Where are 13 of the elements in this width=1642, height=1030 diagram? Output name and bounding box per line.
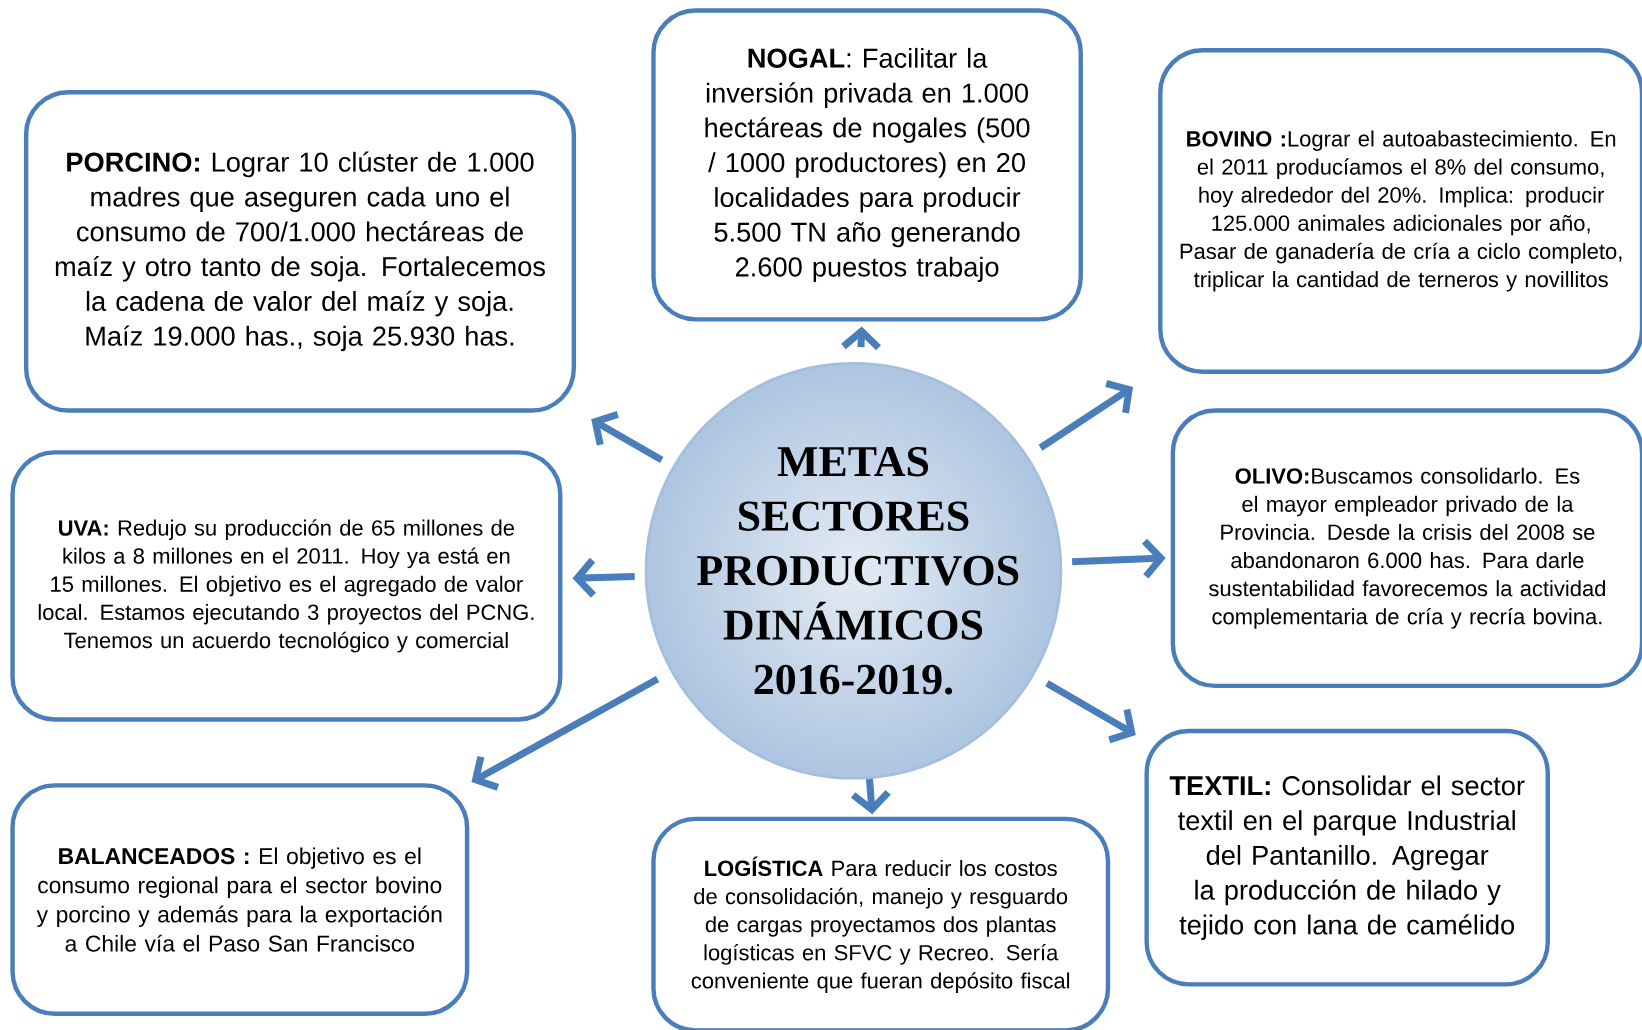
- text-box: TEXTIL: Consolidar el sector textil en el parque Industrial del Pantanillo. Agregar la producción de hilado y tejido con lana de camélido: [1144, 728, 1550, 987]
- arrow: [1038, 380, 1134, 451]
- arrow: [1071, 538, 1166, 579]
- text-box: BALANCEADOS : El objetivo es el consumo regional para el sector bovino y porcino y además para la exportación a Chile vía el Paso San Francisco: [10, 783, 470, 1016]
- arrow: [1045, 680, 1136, 744]
- text-box: UVA: Redujo su producción de 65 millones de kilos a 8 millones en el 2011. Hoy ya está en 15 millones. El objetivo es el agregado de valor local. Estamos ejecutando 3 proyectos del PCNG. Tenemos un acuerdo tecnológico y comercial: [10, 450, 563, 722]
- arrow: [591, 411, 664, 464]
- text-box: NOGAL: Facilitar la inversión privada en 1.000 hectáreas de nogales (500 / 1000 productores) en 20 localidades para producir 5.500 TN año generando 2.600 puestos trabajo: [651, 8, 1083, 322]
- text-box: PORCINO: Lograr 10 clúster de 1.000 madres que aseguren cada uno el consumo de 700/1.000 hectáreas de maíz y otro tanto de soja. Fortalecemos la cadena de valor del maíz y soja. Maíz 19.000 has., soja 25.930 has.: [23, 90, 577, 413]
- arrow: [471, 675, 660, 791]
- text-box: OLIVO:Buscamos consolidarlo. Es el mayor empleador privado de la Provincia. Desde la crisis del 2008 se abandonaron 6.000 has. Para darle sustentabilidad favorecemos la actividad complementaria de cría y recría bovina.: [1170, 408, 1642, 689]
- text-box: LOGÍSTICA Para reducir los costos de consolidación, manejo y resguardo de cargas proyectamos dos plantas logísticas en SFVC y Recreo. Sería conveniente que fueran depósito fiscal: [651, 816, 1111, 1030]
- text-box: BOVINO :Lograr el autoabastecimiento. En el 2011 producíamos el 8% del consumo, hoy alrededor del 20%. Implica: producir 125.000 animales adicionales por año, Pasar de ganadería de cría a ciclo completo, triplicar la cantidad de terneros y novillitos: [1158, 48, 1642, 374]
